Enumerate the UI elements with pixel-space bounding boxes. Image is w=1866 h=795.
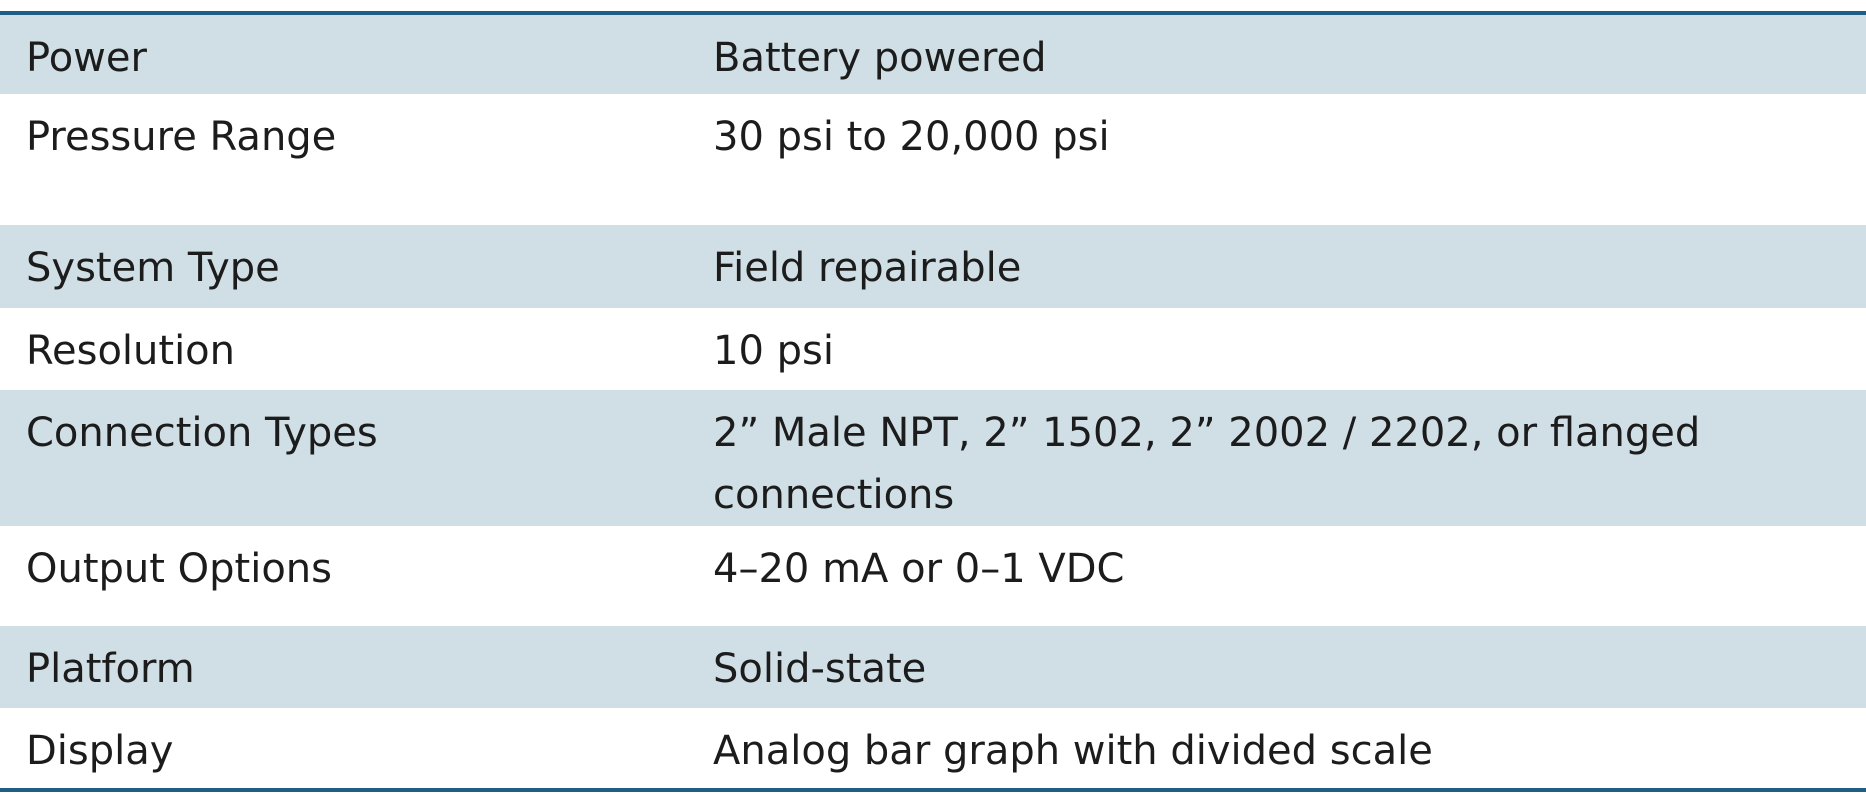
spec-value: 2” Male NPT, 2” 1502, 2” 2002 / 2202, or… [713, 390, 1866, 526]
spec-value: Field repairable [713, 225, 1866, 308]
spec-row-system-type: System Type Field repairable [0, 225, 1866, 308]
spec-value: 10 psi [713, 308, 1866, 390]
spec-value: 30 psi to 20,000 psi [713, 94, 1866, 225]
spec-label: System Type [0, 225, 713, 308]
spec-row-output-options: Output Options 4–20 mA or 0–1 VDC [0, 526, 1866, 626]
spec-row-power: Power Battery powered [0, 13, 1866, 94]
spec-value: 4–20 mA or 0–1 VDC [713, 526, 1866, 626]
spec-value: Battery powered [713, 13, 1866, 94]
spec-label: Platform [0, 626, 713, 708]
spec-value: Analog bar graph with divided scale [713, 708, 1866, 790]
spec-label: Power [0, 13, 713, 94]
spec-label: Output Options [0, 526, 713, 626]
spec-row-pressure-range: Pressure Range 30 psi to 20,000 psi [0, 94, 1866, 225]
spec-row-connection-types: Connection Types 2” Male NPT, 2” 1502, 2… [0, 390, 1866, 526]
spec-value: Solid-state [713, 626, 1866, 708]
spec-row-platform: Platform Solid-state [0, 626, 1866, 708]
spec-label: Pressure Range [0, 94, 713, 225]
spec-table: Power Battery powered Pressure Range 30 … [0, 11, 1866, 792]
spec-row-display: Display Analog bar graph with divided sc… [0, 708, 1866, 790]
spec-label: Resolution [0, 308, 713, 390]
spec-label: Connection Types [0, 390, 713, 526]
spec-row-resolution: Resolution 10 psi [0, 308, 1866, 390]
spec-label: Display [0, 708, 713, 790]
